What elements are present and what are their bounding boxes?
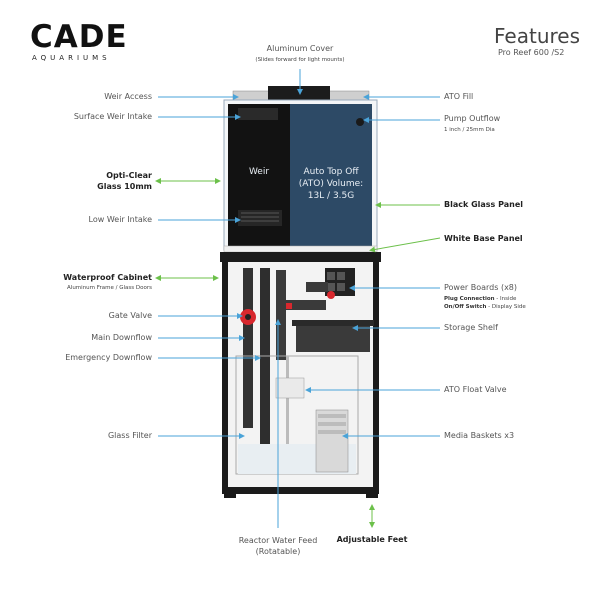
- label-power-boards-sub2-text: - Display Side: [486, 304, 526, 310]
- label-black-glass-panel: Black Glass Panel: [444, 200, 524, 209]
- foot-left: [224, 490, 236, 498]
- pump-outflow-nozzle: [356, 118, 364, 126]
- label-glass-filter: Glass Filter: [107, 431, 152, 440]
- label-reactor-water-feed: Reactor Water Feed (Rotatable): [238, 536, 318, 556]
- ato-float-valve: [275, 377, 305, 399]
- brand-logo: CADE: [30, 19, 128, 55]
- media-baskets: [315, 409, 349, 473]
- label-power-boards-sub2: On/Off Switch - Display Side: [444, 303, 526, 311]
- label-emergency-downflow: Emergency Downflow: [65, 353, 152, 362]
- callout-arrows: [155, 69, 441, 528]
- brand-tagline: AQUARIUMS: [32, 54, 111, 62]
- shelf-equipment: [296, 326, 370, 352]
- ato-compartment: [290, 104, 372, 248]
- white-base-panel: [223, 245, 378, 253]
- label-surface-weir-intake: Surface Weir Intake: [73, 112, 152, 121]
- label-media-baskets: Media Baskets x3: [444, 431, 515, 440]
- main-downflow-pipe: [243, 268, 253, 428]
- label-waterproof-cabinet: Waterproof Cabinet: [63, 273, 152, 282]
- label-pump-outflow-sub: 1 inch / 25mm Dia: [444, 127, 495, 133]
- label-power-boards: Power Boards (x8): [444, 283, 518, 292]
- cabinet: [220, 252, 381, 498]
- emergency-downflow-pipe: [260, 268, 270, 468]
- label-main-downflow: Main Downflow: [91, 333, 152, 342]
- label-power-boards-sub1-bold: Plug Connection: [444, 296, 495, 302]
- label-ato-float-valve: ATO Float Valve: [444, 385, 507, 394]
- label-low-weir-intake: Low Weir Intake: [88, 215, 152, 224]
- power-board: [325, 268, 355, 296]
- label-power-boards-sub1-text: - Inside: [494, 296, 517, 302]
- foot-right: [366, 490, 378, 498]
- label-weir-access: Weir Access: [104, 92, 152, 101]
- label-gate-valve: Gate Valve: [108, 311, 152, 320]
- storage-shelf: [292, 320, 374, 326]
- label-opti-clear-glass: Opti-Clear Glass 10mm: [97, 171, 152, 191]
- label-aluminum-cover: Aluminum Cover: [266, 44, 334, 53]
- arrow-white-base-panel: [369, 237, 441, 253]
- display-tank: [223, 99, 378, 253]
- label-pump-outflow: Pump Outflow: [444, 114, 501, 123]
- weir-label: Weir: [248, 167, 270, 177]
- label-white-base-panel: White Base Panel: [444, 234, 523, 243]
- label-storage-shelf: Storage Shelf: [444, 323, 498, 332]
- page-title: Features: [494, 24, 580, 48]
- label-power-boards-sub1: Plug Connection - Inside: [444, 295, 516, 303]
- label-ato-fill: ATO Fill: [444, 92, 474, 101]
- label-waterproof-cabinet-sub: Aluminum Frame / Glass Doors: [67, 285, 152, 291]
- label-adjustable-feet: Adjustable Feet: [336, 535, 408, 544]
- low-weir-intake-slots: [238, 210, 282, 226]
- label-power-boards-sub2-bold: On/Off Switch: [444, 304, 487, 310]
- surface-weir-intake-slots: [238, 108, 278, 120]
- page-subtitle: Pro Reef 600 /S2: [498, 48, 565, 57]
- ato-label: Auto Top Off (ATO) Volume: 13L / 3.5G: [298, 167, 364, 201]
- label-aluminum-cover-sub: (Slides forward for light mounts): [255, 57, 345, 63]
